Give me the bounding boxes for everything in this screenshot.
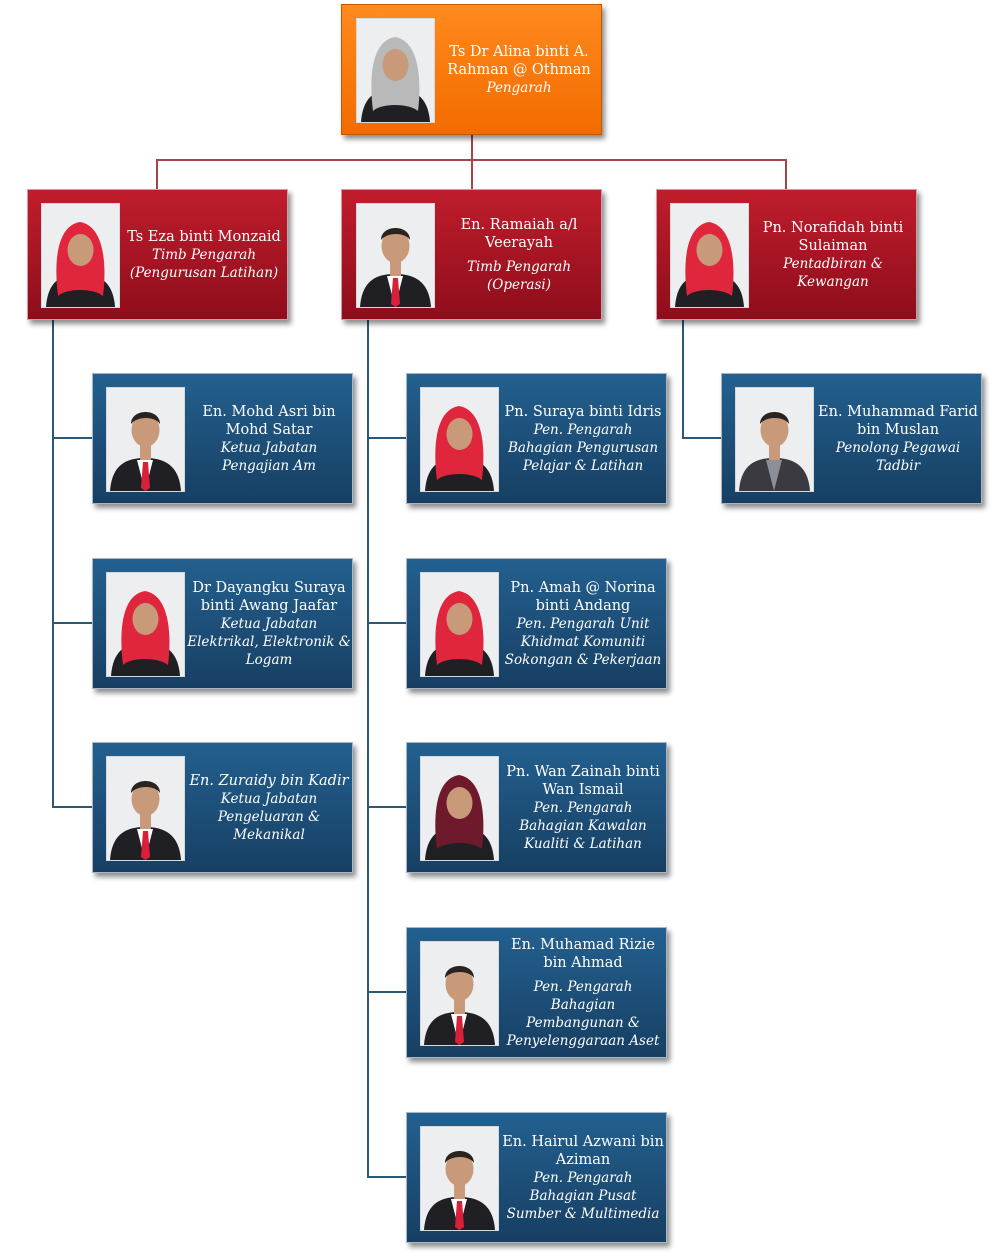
staff-name-middle-2: Pn. Amah @ Norina binti Andang [510,579,656,614]
staff-name-left-1: En. Mohd Asri bin Mohd Satar [202,403,336,438]
deputy-role-training: Timb Pengarah (Pengurusan Latihan) [129,246,279,281]
staff-photo-right-1 [735,387,814,492]
deputy-photo-operations [356,203,435,308]
staff-text-middle-4: En. Muhamad Rizie bin Ahmad Pen. Pengara… [501,936,665,1049]
connector-middle-trunk [367,318,369,1178]
connector-to-deputy-2 [471,159,473,190]
connector-right-trunk [682,318,684,439]
staff-name-right-1: En. Muhammad Farid bin Muslan [818,403,978,438]
staff-role-middle-2: Pen. Pengarah Unit Khidmat Komuniti Soko… [504,615,662,668]
staff-photo-middle-3 [420,756,499,861]
deputy-role-administration: Pentadbiran & Kewangan [783,255,883,290]
staff-photo-left-3 [106,756,185,861]
deputy-card-operations: En. Ramaiah a/l Veerayah Timb Pengarah (… [341,189,602,320]
deputy-name-training: Ts Eza binti Monzaid [127,228,281,245]
director-text: Ts Dr Alina binti A. Rahman @ Othman Pen… [440,13,598,126]
connector-middle-branch-1 [367,437,407,439]
staff-role-middle-4: Pen. Pengarah Bahagian Pembangunan & Pen… [506,978,660,1049]
connector-to-deputy-3 [785,159,787,190]
director-photo [356,18,435,123]
staff-card-middle-1: Pn. Suraya binti Idris Pen. Pengarah Bah… [406,373,667,504]
staff-photo-middle-2 [420,572,499,677]
staff-name-left-2: Dr Dayangku Suraya binti Awang Jaafar [192,579,346,614]
staff-name-middle-3: Pn. Wan Zainah binti Wan Ismail [506,763,660,798]
staff-text-middle-5: En. Hairul Azwani bin Aziman Pen. Pengar… [501,1121,665,1234]
director-card: Ts Dr Alina binti A. Rahman @ Othman Pen… [341,4,602,135]
connector-right-branch-1 [682,437,722,439]
staff-name-middle-1: Pn. Suraya binti Idris [504,403,662,420]
staff-name-middle-5: En. Hairul Azwani bin Aziman [502,1133,664,1168]
staff-role-left-2: Ketua Jabatan Elektrikal, Elektronik & L… [187,615,351,668]
connector-left-branch-3 [52,806,93,808]
connector-left-trunk [52,318,54,808]
deputy-role-operations: Timb Pengarah (Operasi) [466,258,572,293]
deputy-photo-administration [670,203,749,308]
connector-left-branch-1 [52,437,93,439]
staff-text-middle-1: Pn. Suraya binti Idris Pen. Pengarah Bah… [501,382,665,495]
staff-photo-middle-5 [420,1126,499,1231]
connector-middle-branch-3 [367,806,407,808]
deputy-text-training: Ts Eza binti Monzaid Timb Pengarah (Peng… [124,198,284,311]
deputy-card-training: Ts Eza binti Monzaid Timb Pengarah (Peng… [27,189,288,320]
staff-card-left-3: En. Zuraidy bin Kadir Ketua Jabatan Peng… [92,742,353,873]
staff-text-middle-3: Pn. Wan Zainah binti Wan Ismail Pen. Pen… [501,751,665,864]
staff-role-left-3: Ketua Jabatan Pengeluaran & Mekanikal [217,790,321,843]
staff-card-left-2: Dr Dayangku Suraya binti Awang Jaafar Ke… [92,558,353,689]
deputy-name-administration: Pn. Norafidah binti Sulaiman [762,219,904,254]
staff-card-middle-5: En. Hairul Azwani bin Aziman Pen. Pengar… [406,1112,667,1243]
director-role: Pengarah [486,79,552,96]
staff-card-middle-4: En. Muhamad Rizie bin Ahmad Pen. Pengara… [406,927,667,1058]
connector-middle-branch-4 [367,991,407,993]
deputy-text-administration: Pn. Norafidah binti Sulaiman Pentadbiran… [753,198,913,311]
connector-middle-branch-2 [367,622,407,624]
connector-director-down [471,134,473,160]
staff-photo-left-1 [106,387,185,492]
staff-role-right-1: Penolong Pegawai Tadbir [835,439,961,474]
staff-card-left-1: En. Mohd Asri bin Mohd Satar Ketua Jabat… [92,373,353,504]
staff-role-left-1: Ketua Jabatan Pengajian Am [220,439,318,474]
staff-photo-middle-4 [420,941,499,1046]
staff-photo-middle-1 [420,387,499,492]
staff-name-left-3: En. Zuraidy bin Kadir [189,772,349,789]
staff-text-left-1: En. Mohd Asri bin Mohd Satar Ketua Jabat… [187,382,351,495]
connector-middle-branch-5 [367,1176,407,1178]
staff-role-middle-3: Pen. Pengarah Bahagian Kawalan Kualiti &… [519,799,647,852]
deputy-card-administration: Pn. Norafidah binti Sulaiman Pentadbiran… [656,189,917,320]
deputy-name-operations: En. Ramaiah a/l Veerayah [460,216,578,251]
staff-name-middle-4: En. Muhamad Rizie bin Ahmad [510,936,655,971]
staff-role-middle-1: Pen. Pengarah Bahagian Pengurusan Pelaja… [507,421,659,474]
staff-text-left-2: Dr Dayangku Suraya binti Awang Jaafar Ke… [187,567,351,680]
staff-role-middle-5: Pen. Pengarah Bahagian Pusat Sumber & Mu… [506,1169,660,1222]
staff-text-middle-2: Pn. Amah @ Norina binti Andang Pen. Peng… [501,567,665,680]
deputy-photo-training [41,203,120,308]
connector-left-branch-2 [52,622,93,624]
staff-card-middle-3: Pn. Wan Zainah binti Wan Ismail Pen. Pen… [406,742,667,873]
staff-card-right-1: En. Muhammad Farid bin Muslan Penolong P… [721,373,982,504]
staff-photo-left-2 [106,572,185,677]
deputy-text-operations: En. Ramaiah a/l Veerayah Timb Pengarah (… [440,198,598,311]
director-name: Ts Dr Alina binti A. Rahman @ Othman [447,43,591,78]
staff-text-right-1: En. Muhammad Farid bin Muslan Penolong P… [816,382,980,495]
staff-text-left-3: En. Zuraidy bin Kadir Ketua Jabatan Peng… [187,751,351,864]
staff-card-middle-2: Pn. Amah @ Norina binti Andang Pen. Peng… [406,558,667,689]
connector-to-deputy-1 [156,159,158,190]
